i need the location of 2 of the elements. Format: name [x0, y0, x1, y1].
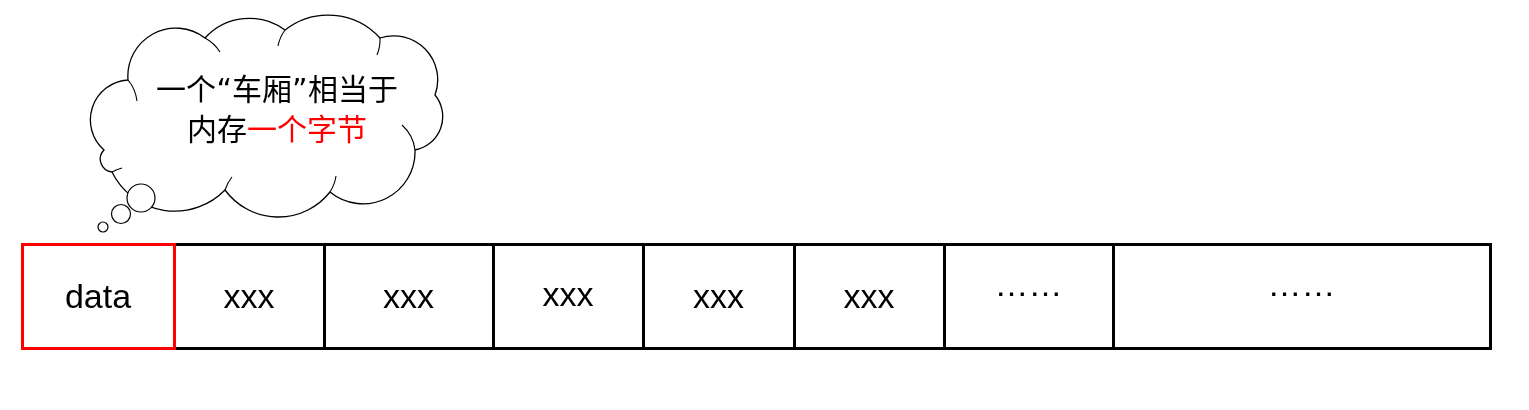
memory-cell: data: [20, 242, 176, 350]
bubble-text: 一个“车厢”相当于内存一个字节: [155, 71, 399, 149]
